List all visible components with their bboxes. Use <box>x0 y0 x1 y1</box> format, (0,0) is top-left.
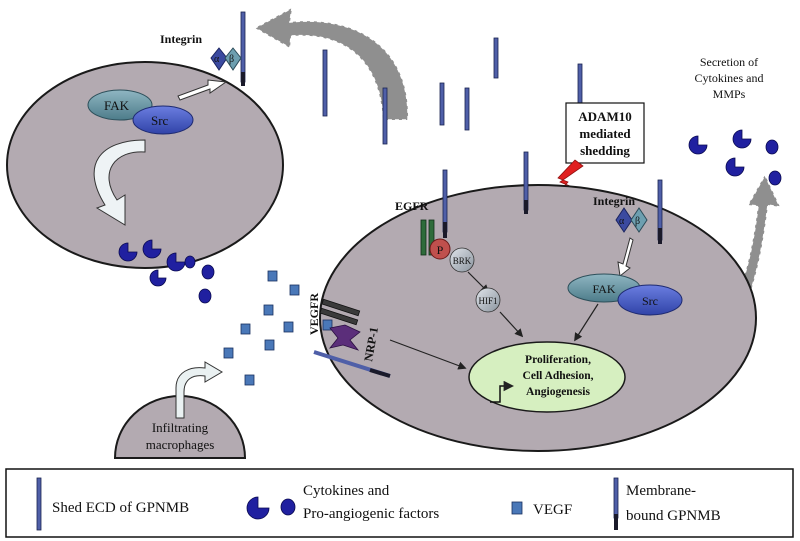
integrin-right-alpha <box>615 207 633 233</box>
legend-cytokines-line1: Cytokines and <box>303 483 390 499</box>
svg-text:HIF1: HIF1 <box>478 296 497 306</box>
svg-text:β: β <box>635 216 640 227</box>
integrin-left-label: Integrin <box>160 32 202 46</box>
src-right <box>617 284 683 316</box>
svg-text:α: α <box>214 54 220 65</box>
left-cytokines <box>118 239 215 304</box>
nucleus <box>468 341 626 413</box>
macrophage-line2: macrophages <box>146 437 215 452</box>
legend-cytokine-icon <box>246 496 296 520</box>
macrophage-line1: Infiltrating <box>152 420 209 435</box>
right-integrin-arrow <box>617 237 634 277</box>
legend-membrane-line2: bound GPNMB <box>626 508 721 524</box>
legend-vegf: VEGF <box>533 502 572 518</box>
svg-text:Src: Src <box>642 294 658 308</box>
integrin-left-beta <box>224 47 242 71</box>
vegfr-receptor <box>319 298 361 326</box>
secretion-line3: MMPs <box>713 87 746 101</box>
egfr-label: EGFR <box>395 199 429 213</box>
legend-shed-ecd: Shed ECD of GPNMB <box>52 500 189 516</box>
left-integrin-arrow <box>177 79 228 101</box>
src-left <box>132 105 194 135</box>
svg-text:FAK: FAK <box>592 282 615 296</box>
fak-left <box>87 89 153 121</box>
right-membrane-gpnmb <box>442 151 663 244</box>
top-dashed-curved-arrow <box>253 6 409 121</box>
adam10-line1: ADAM10 <box>578 109 631 124</box>
svg-text:BRK: BRK <box>453 256 472 266</box>
svg-text:Src: Src <box>151 113 169 128</box>
legend-box <box>5 468 794 538</box>
legend-membrane-icon <box>613 477 619 519</box>
vegf-squares <box>223 270 300 386</box>
transcription-arrow <box>490 380 515 403</box>
adam10-box <box>565 102 645 164</box>
vegfr-label: VEGFR <box>307 293 321 335</box>
nucleus-line1: Proliferation, <box>525 354 591 366</box>
left-cell <box>6 61 284 269</box>
secretion-line2: Cytokines and <box>695 71 764 85</box>
secreted-cytokines <box>688 129 782 186</box>
left-membrane-gpnmb <box>240 11 246 83</box>
vegfr-bound-vegf <box>322 319 333 331</box>
integrin-left-alpha <box>210 47 228 71</box>
svg-text:α: α <box>619 216 625 227</box>
nrp1-shape <box>328 324 361 351</box>
legend-membrane-line1: Membrane- <box>626 483 696 499</box>
adam10-line3: shedding <box>580 143 630 158</box>
egfr-receptor <box>420 219 427 256</box>
shed-ecd-bars <box>322 37 583 145</box>
hif1-node <box>475 287 501 313</box>
integrin-right-beta <box>630 207 648 233</box>
svg-text:P: P <box>437 243 444 257</box>
nucleus-line2: Cell Adhesion, <box>523 370 594 382</box>
secretion-line1: Secretion of <box>700 55 758 69</box>
brk-node <box>449 247 475 273</box>
legend-cytokines-line2: Pro-angiogenic factors <box>303 506 439 522</box>
phospho-circle <box>429 238 451 260</box>
integrin-right-label: Integrin <box>593 194 635 208</box>
adam10-line2: mediated <box>579 126 631 141</box>
legend-vegf-icon <box>511 501 523 515</box>
macrophage-arrow <box>175 361 223 419</box>
nucleus-line3: Angiogenesis <box>526 386 590 398</box>
legend-shed-ecd-icon <box>36 477 42 531</box>
svg-text:FAK: FAK <box>104 98 130 113</box>
nrp1-label: NRP-1 <box>361 326 381 363</box>
svg-text:β: β <box>229 54 234 65</box>
left-curved-arrow <box>93 139 146 226</box>
